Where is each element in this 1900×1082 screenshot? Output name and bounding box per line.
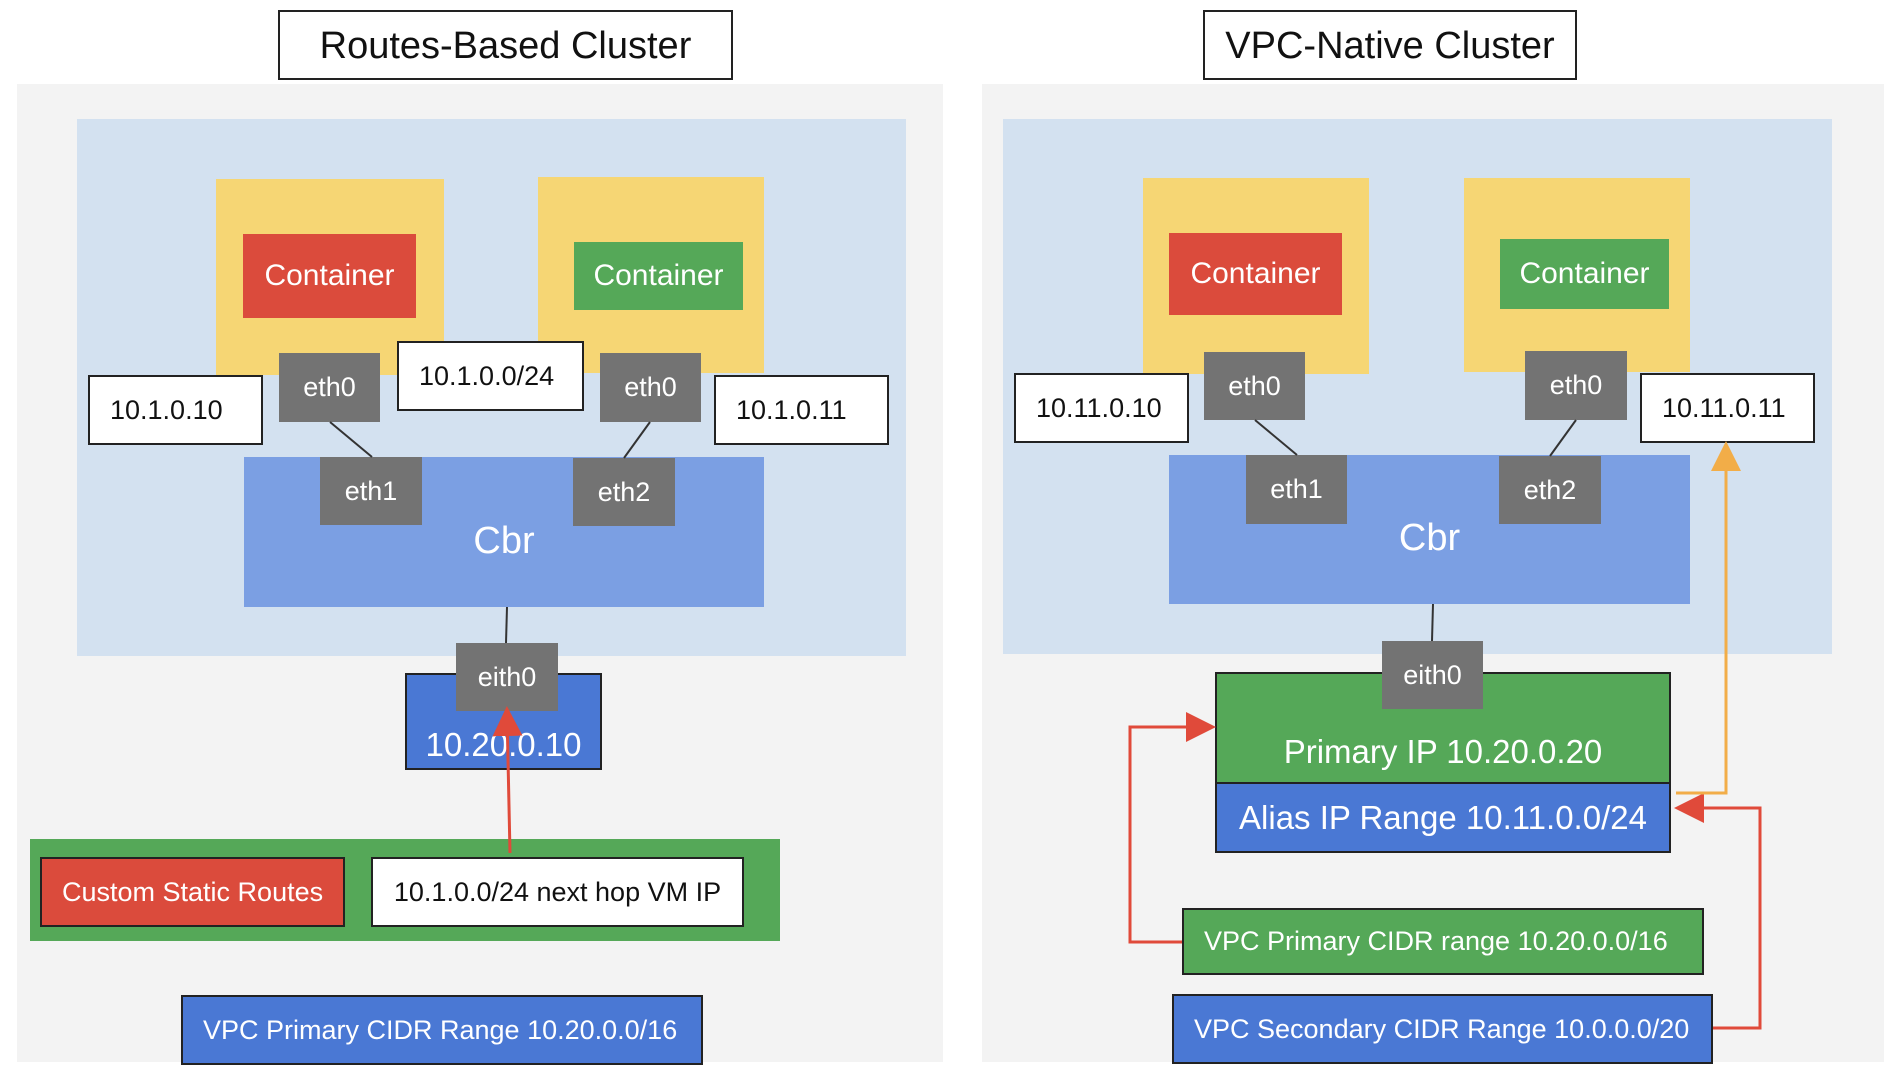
- left-eth1: eth1: [320, 457, 422, 525]
- right-vpc-primary-cidr: VPC Primary CIDR range 10.20.0.0/16: [1182, 908, 1704, 975]
- right-container-green: Container: [1500, 239, 1669, 309]
- right-pod-ip-left: 10.11.0.10: [1014, 373, 1189, 443]
- left-eth0-left: eth0: [279, 353, 380, 422]
- right-vpc-secondary-cidr: VPC Secondary CIDR Range 10.0.0.0/20: [1172, 994, 1713, 1064]
- left-eth0-right: eth0: [600, 353, 701, 422]
- right-eth1: eth1: [1246, 455, 1347, 524]
- route-entry: 10.1.0.0/24 next hop VM IP: [371, 857, 744, 927]
- right-vm-eth0: eith0: [1382, 641, 1483, 709]
- right-eth0-right: eth0: [1525, 351, 1627, 420]
- left-vpc-primary-cidr: VPC Primary CIDR Range 10.20.0.0/16: [181, 995, 703, 1065]
- left-pod-ip-left: 10.1.0.10: [88, 375, 263, 445]
- left-title: Routes-Based Cluster: [278, 10, 733, 80]
- right-eth0-left: eth0: [1204, 352, 1305, 420]
- left-container-green: Container: [574, 242, 743, 310]
- left-pod-ip-right: 10.1.0.11: [714, 375, 889, 445]
- left-vm-eth0: eith0: [456, 643, 558, 711]
- left-eth2: eth2: [573, 458, 675, 526]
- right-pod-ip-right: 10.11.0.11: [1640, 373, 1815, 443]
- right-title: VPC-Native Cluster: [1203, 10, 1577, 80]
- custom-static-routes: Custom Static Routes: [40, 857, 345, 927]
- right-alias-ip-range: Alias IP Range 10.11.0.0/24: [1215, 782, 1671, 853]
- right-container-red: Container: [1169, 233, 1342, 315]
- left-vm-ip: 10.20.0.10: [405, 673, 602, 770]
- left-container-red: Container: [243, 234, 416, 318]
- right-eth2: eth2: [1499, 456, 1601, 524]
- left-pod-range: 10.1.0.0/24: [397, 341, 584, 411]
